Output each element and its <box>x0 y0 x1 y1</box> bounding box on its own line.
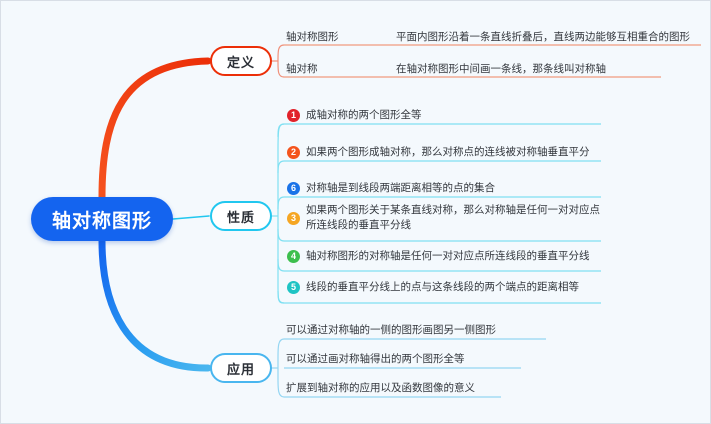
application-text: 可以通过画对称轴得出的两个图形全等 <box>286 353 465 365</box>
application-row[interactable]: 可以通过画对称轴得出的两个图形全等 <box>286 352 521 368</box>
property-text: 线段的垂直平分线上的点与这条线段的两个端点的距离相等 <box>306 281 579 293</box>
definition-description: 在轴对称图形中间画一条线，那条线叫对称轴 <box>396 63 606 75</box>
definition-term: 轴对称图形 <box>286 31 339 43</box>
property-text: 成轴对称的两个图形全等 <box>306 109 422 121</box>
bracket-yingyong-frame <box>277 338 285 398</box>
root-node[interactable]: 轴对称图形 <box>31 197 173 241</box>
property-number-badge: 2 <box>287 146 300 159</box>
tick-xingzhi-1 <box>277 123 285 138</box>
root-node-label: 轴对称图形 <box>51 210 152 232</box>
bracket-dingyi-frame <box>277 44 285 78</box>
application-row[interactable]: 可以通过对称轴的一侧的图形画图另一侧图形 <box>286 323 546 339</box>
property-row[interactable]: 2 如果两个图形成轴对称，那么对称点的连线被对称轴垂直平分 <box>287 145 597 161</box>
branch-label-properties: 性质 <box>226 209 255 225</box>
application-text: 可以通过对称轴的一侧的图形画图另一侧图形 <box>286 324 496 336</box>
edge-root-to-dingyi <box>98 57 212 201</box>
edge-root-to-xingzhi <box>172 215 210 220</box>
definition-row[interactable]: 轴对称图形 平面内图形沿着一条直线折叠后，直线两边能够互相重合的图形 <box>286 30 698 46</box>
branch-label-definition: 定义 <box>226 54 255 70</box>
tick-xingzhi-3 <box>277 196 285 210</box>
property-row[interactable]: 1 成轴对称的两个图形全等 <box>287 108 597 124</box>
definition-description: 平面内图形沿着一条直线折叠后，直线两边能够互相重合的图形 <box>396 31 690 43</box>
property-text: 如果两个图形关于某条直线对称，那么对称轴是任何一对对应点所连线段的垂直平分线 <box>306 204 600 231</box>
tick-xingzhi-5 <box>277 258 285 272</box>
definition-term: 轴对称 <box>286 63 318 75</box>
branch-node-applications[interactable]: 应用 <box>210 353 272 383</box>
tick-xingzhi-6 <box>277 290 285 304</box>
tick-xingzhi-4 <box>277 228 285 242</box>
bracket-xingzhi-b1 <box>277 123 285 216</box>
property-text: 轴对称图形的对称轴是任何一对对应点所连线段的垂直平分线 <box>306 250 590 262</box>
application-row[interactable]: 扩展到轴对称的应用以及函数图像的意义 <box>286 381 501 397</box>
property-row[interactable]: 4 轴对称图形的对称轴是任何一对对应点所连线段的垂直平分线 <box>287 249 597 265</box>
edge-root-to-yingyong <box>98 237 212 372</box>
application-text: 扩展到轴对称的应用以及函数图像的意义 <box>286 382 475 394</box>
property-number-badge: 4 <box>287 250 300 263</box>
property-text: 如果两个图形成轴对称，那么对称点的连线被对称轴垂直平分 <box>306 146 590 158</box>
property-row[interactable]: 5 线段的垂直平分线上的点与这条线段的两个端点的距离相等 <box>287 280 597 296</box>
property-number-badge: 3 <box>287 212 300 225</box>
property-number-badge: 5 <box>287 281 300 294</box>
property-row[interactable]: 6 对称轴是到线段两端距离相等的点的集合 <box>287 181 597 197</box>
branch-node-properties[interactable]: 性质 <box>210 201 272 231</box>
property-text: 对称轴是到线段两端距离相等的点的集合 <box>306 182 495 194</box>
property-row[interactable]: 3 如果两个图形关于某条直线对称，那么对称轴是任何一对对应点所连线段的垂直平分线 <box>287 203 600 235</box>
bracket-xingzhi-b2 <box>277 216 285 304</box>
property-number-badge: 1 <box>287 109 300 122</box>
definition-row[interactable]: 轴对称 在轴对称图形中间画一条线，那条线叫对称轴 <box>286 62 658 78</box>
branch-node-definition[interactable]: 定义 <box>210 46 272 76</box>
branch-label-applications: 应用 <box>226 361 255 377</box>
property-number-badge: 6 <box>287 182 300 195</box>
tick-xingzhi-2 <box>277 160 285 174</box>
